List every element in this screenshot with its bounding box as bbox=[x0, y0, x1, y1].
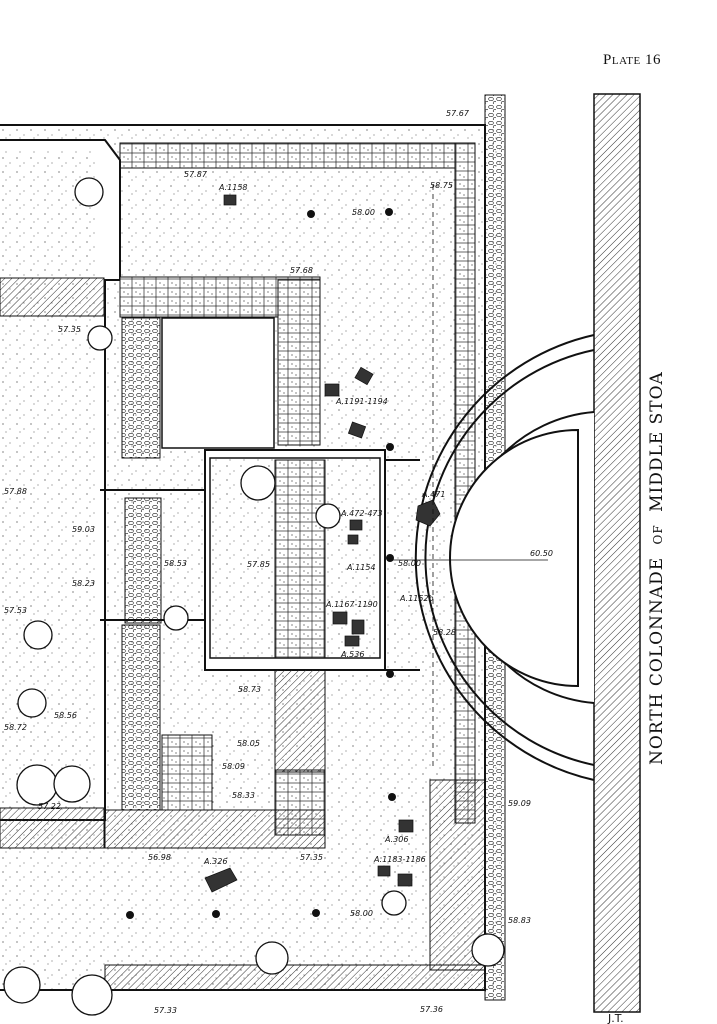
elev-label: 57.87 bbox=[184, 170, 208, 179]
find-label: A.1152b bbox=[399, 594, 434, 603]
find-label: A.536 bbox=[340, 650, 364, 659]
elev-label: 57.85 bbox=[247, 560, 270, 569]
elev-label: 57.35 bbox=[300, 853, 323, 862]
elev-label: 57.33 bbox=[154, 1006, 177, 1015]
east-course bbox=[454, 142, 476, 824]
elev-label: 60.50 bbox=[530, 549, 553, 558]
room-east-course bbox=[277, 279, 321, 446]
elev-label: 59.09 bbox=[508, 799, 531, 808]
elev-label: 57.88 bbox=[4, 487, 27, 496]
footer-mark: J.T. bbox=[607, 1012, 624, 1024]
rubble-strip-2 bbox=[124, 497, 162, 624]
elev-label: 57.36 bbox=[420, 1005, 443, 1014]
elev-label: 58.00 bbox=[398, 559, 421, 568]
elev-label: 57.22 bbox=[38, 802, 61, 811]
stoa-title-part3: MIDDLE STOA bbox=[647, 371, 667, 512]
channel bbox=[100, 459, 420, 671]
elevation-labels: 57.67 57.87 58.75 58.00 57.68 57.35 57.8… bbox=[4, 109, 553, 1015]
west-interior bbox=[0, 150, 100, 810]
elev-label: 58.56 bbox=[54, 711, 77, 720]
dashed-limits bbox=[145, 167, 434, 770]
exedra-outer-inner bbox=[424, 349, 595, 766]
find-label: A.1191-1194 bbox=[335, 397, 388, 406]
find-labels: A.1158 A.1191-1194 A.471 A.472-473 A.115… bbox=[203, 183, 445, 866]
elev-label: 58.05 bbox=[237, 739, 260, 748]
elev-label: 58.53 bbox=[164, 559, 187, 568]
elev-label: 58.72 bbox=[4, 723, 27, 732]
west-hatch-top bbox=[0, 277, 105, 317]
elev-label: 57.67 bbox=[446, 109, 470, 118]
south-edge bbox=[104, 964, 486, 991]
stoa-title-part2: OF bbox=[651, 524, 665, 544]
column-bases bbox=[3, 177, 505, 1016]
elev-label: 58.33 bbox=[232, 791, 255, 800]
stoa-title: NORTH COLONNADE OF MIDDLE STOA bbox=[647, 371, 667, 765]
elev-label: 58.00 bbox=[350, 909, 373, 918]
find-label: A.1154 bbox=[346, 563, 376, 572]
elev-label: 59.03 bbox=[72, 525, 95, 534]
north-course bbox=[119, 142, 466, 169]
south-band bbox=[104, 809, 326, 849]
finds-markers bbox=[204, 194, 441, 893]
find-label: A.1183-1186 bbox=[373, 855, 426, 864]
exedra-outer bbox=[414, 334, 595, 781]
south-steps bbox=[161, 734, 213, 811]
find-label: A.1167-1190 bbox=[325, 600, 378, 609]
find-label: A.306 bbox=[384, 835, 408, 844]
elev-label: 57.68 bbox=[290, 266, 313, 275]
central-course bbox=[274, 459, 326, 659]
elev-label: 58.83 bbox=[508, 916, 531, 925]
rubble-strip-3 bbox=[121, 624, 161, 811]
east-lower-hatch bbox=[429, 779, 486, 971]
find-label: A.471 bbox=[421, 490, 445, 499]
west-hatch-bottom bbox=[0, 807, 105, 849]
room-white bbox=[161, 317, 275, 449]
elev-label: 58.00 bbox=[352, 208, 375, 217]
find-label: A.326 bbox=[203, 857, 227, 866]
stoa-wall bbox=[593, 93, 641, 1013]
stoa-title-part1: NORTH COLONNADE bbox=[647, 557, 667, 765]
elev-label: 58.23 bbox=[72, 579, 95, 588]
elev-label: 58.75 bbox=[430, 181, 453, 190]
exedra-core bbox=[449, 428, 579, 688]
south-hatch bbox=[274, 669, 326, 773]
elev-label: 57.35 bbox=[58, 325, 81, 334]
elev-label: 58.09 bbox=[222, 762, 245, 771]
find-label: A.1158 bbox=[218, 183, 248, 192]
elev-label: 57.53 bbox=[4, 606, 27, 615]
plate-number: Plate 16 bbox=[603, 52, 661, 68]
rubble-strip-1 bbox=[121, 317, 161, 459]
elev-label: 58.73 bbox=[238, 685, 261, 694]
elev-label: 56.98 bbox=[148, 853, 171, 862]
elev-label: 58.28 bbox=[433, 628, 456, 637]
post-holes bbox=[126, 208, 396, 919]
find-label: A.472-473 bbox=[340, 509, 383, 518]
